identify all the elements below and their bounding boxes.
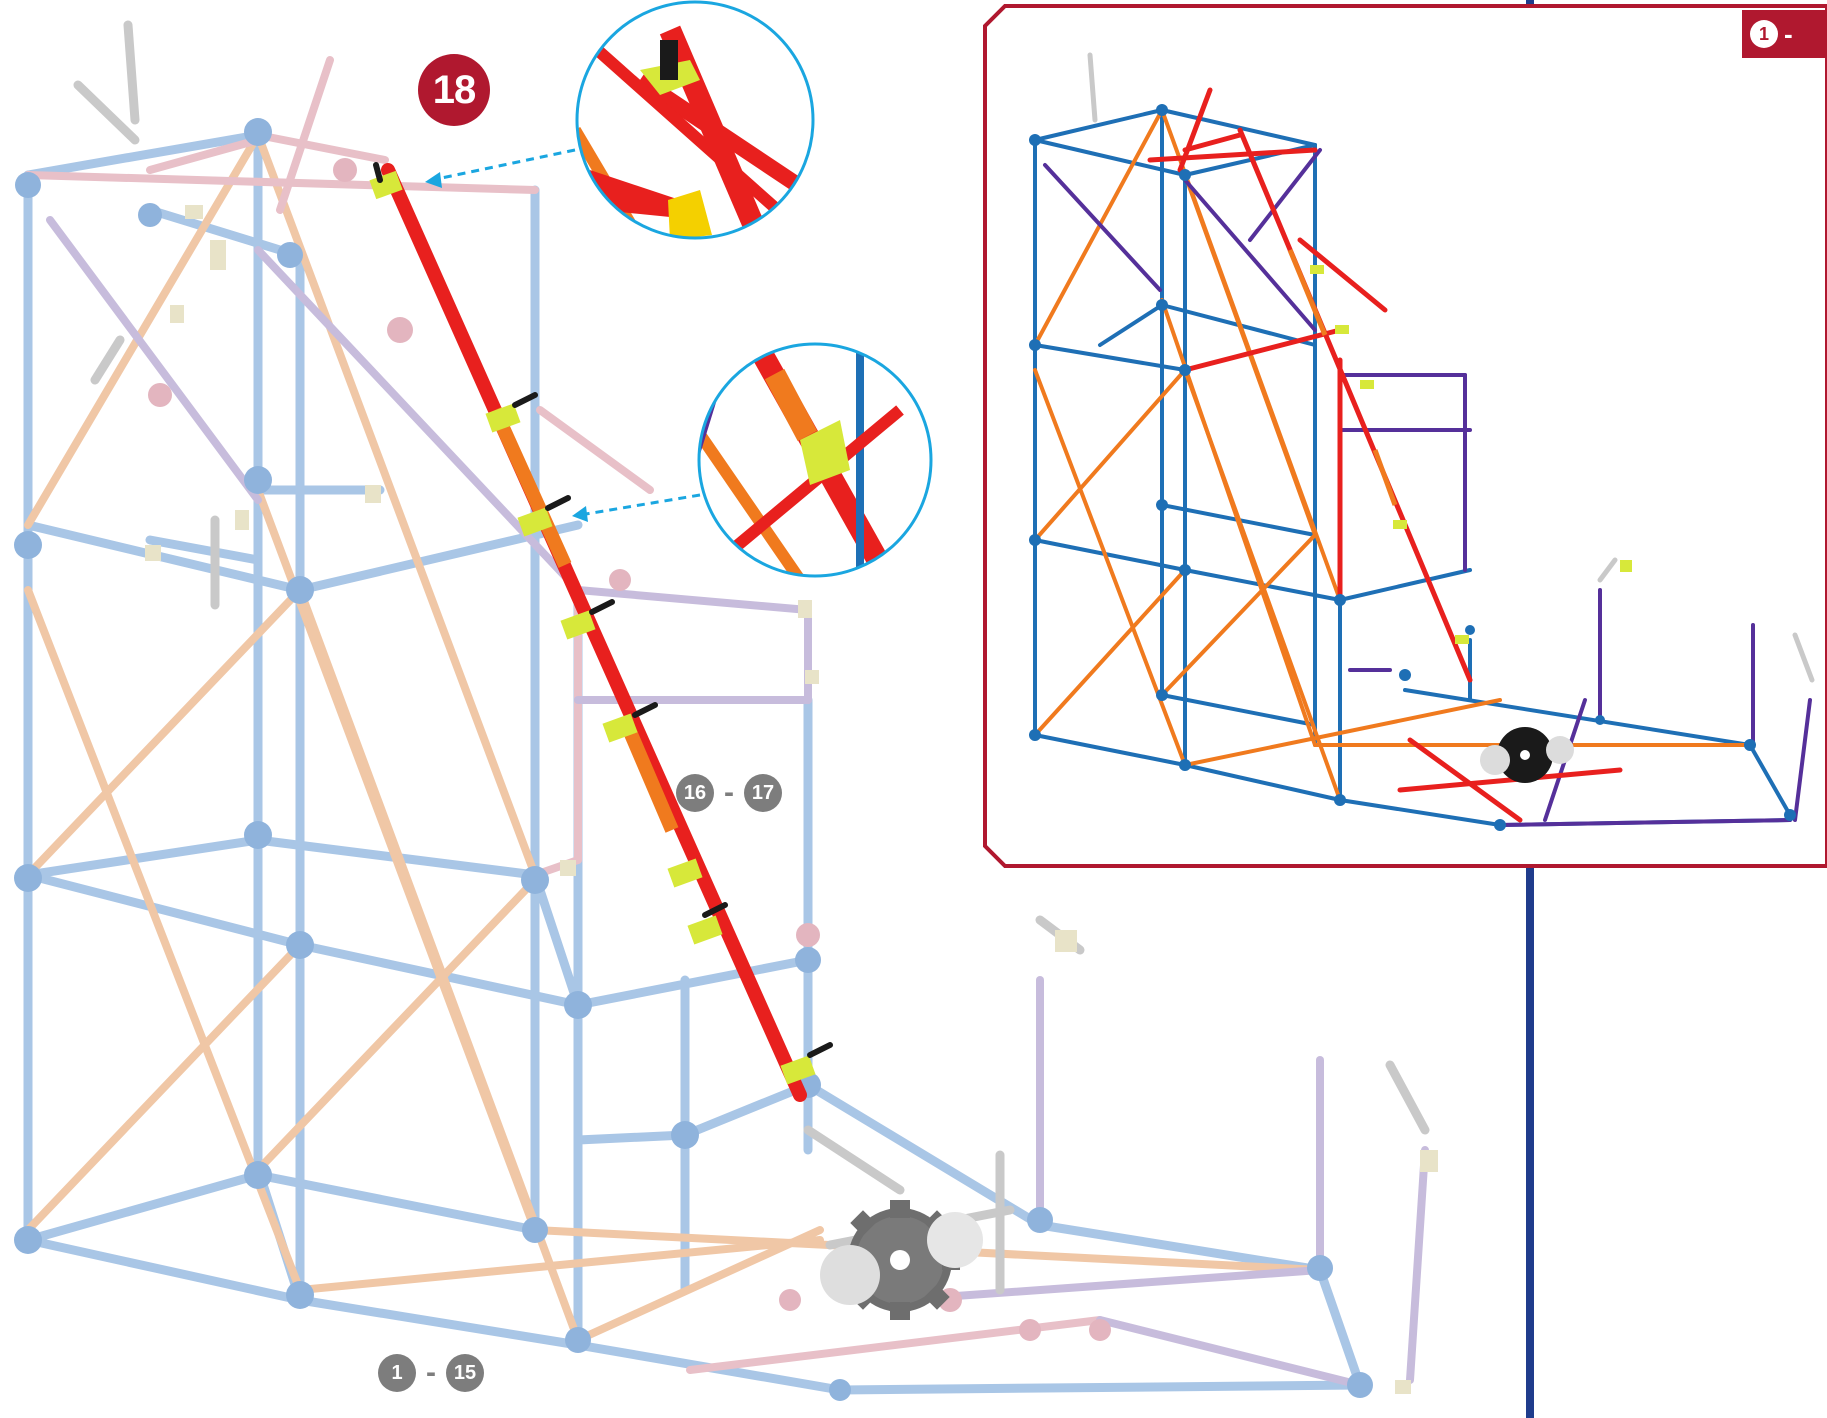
inset-gear-icon — [1480, 727, 1574, 783]
detail-callout-top — [575, 0, 815, 240]
range-start: 1 — [378, 1354, 416, 1392]
inset-tag-start: 1 — [1750, 20, 1778, 48]
arrowhead-icon — [425, 172, 442, 188]
inset-tag-separator: - — [1784, 18, 1793, 49]
range-separator: - — [724, 776, 734, 809]
gear-icon — [820, 1200, 983, 1320]
range-end: 17 — [744, 774, 782, 812]
range-end: 15 — [446, 1354, 484, 1392]
step-range-16-17: 16 - 17 — [676, 774, 782, 812]
detail-callout-middle — [697, 342, 933, 578]
tower-structure — [14, 20, 1438, 1401]
clip-connectors — [369, 170, 816, 1085]
completed-model-inset — [983, 4, 1827, 868]
inset-step-tag: 1 - — [1742, 10, 1827, 58]
range-start: 16 — [676, 774, 714, 812]
callout-arrows — [431, 148, 701, 517]
red-rod — [381, 163, 807, 1102]
arrowhead-icon — [572, 506, 588, 522]
step-number-badge: 18 — [418, 54, 490, 126]
step-range-1-15: 1 - 15 — [378, 1354, 484, 1392]
range-separator: - — [426, 1356, 436, 1389]
